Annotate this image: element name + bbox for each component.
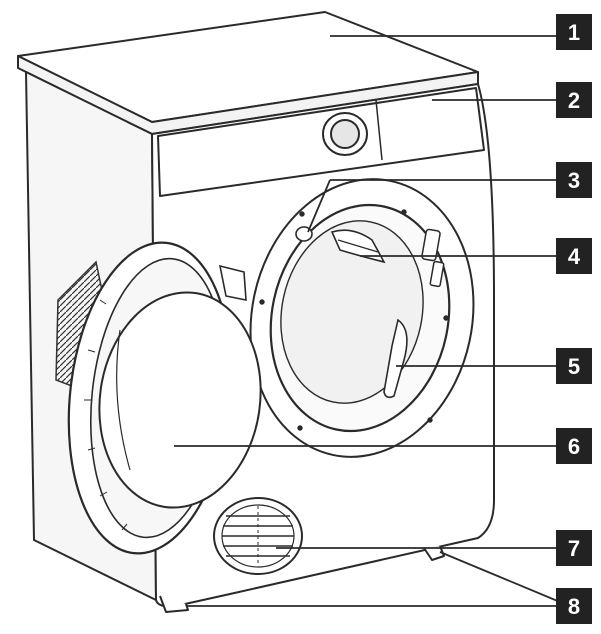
callout-box xyxy=(556,428,592,464)
base-foot-right xyxy=(423,545,445,561)
callout-box xyxy=(556,82,592,118)
open-door xyxy=(67,241,262,555)
callout-number: 1 xyxy=(568,20,580,45)
callout-2: 2 xyxy=(556,82,592,118)
door-ring-marks xyxy=(84,299,128,531)
callout-number: 7 xyxy=(568,536,580,561)
callout-box xyxy=(556,588,592,624)
leader-line-8b xyxy=(439,551,561,603)
callout-number: 4 xyxy=(568,244,581,269)
callout-1: 1 xyxy=(556,14,592,50)
callout-6: 6 xyxy=(556,428,592,464)
drum-back xyxy=(280,220,424,404)
callout-3: 3 xyxy=(556,162,592,198)
control-panel xyxy=(157,87,485,197)
callout-number: 5 xyxy=(568,354,580,379)
leader-line-3 xyxy=(307,179,331,233)
callout-box xyxy=(556,162,592,198)
front-air-vent xyxy=(213,497,303,575)
program-knob xyxy=(322,112,368,156)
callout-box xyxy=(556,14,592,50)
callout-number: 8 xyxy=(568,594,580,619)
leader-lines xyxy=(174,35,561,607)
drum-opening xyxy=(249,178,475,458)
callout-number: 2 xyxy=(568,88,580,113)
callout-8: 8 xyxy=(556,588,592,624)
drum-paddle xyxy=(383,318,408,399)
callout-number: 6 xyxy=(568,434,580,459)
callout-box xyxy=(556,348,592,384)
callout-number: 3 xyxy=(568,168,580,193)
door-glass xyxy=(98,291,262,509)
callout-5: 5 xyxy=(556,348,592,384)
callout-4: 4 xyxy=(556,238,592,274)
callout-box xyxy=(556,530,592,566)
base-foot xyxy=(159,595,189,613)
callout-7: 7 xyxy=(556,530,592,566)
callout-box xyxy=(556,238,592,274)
